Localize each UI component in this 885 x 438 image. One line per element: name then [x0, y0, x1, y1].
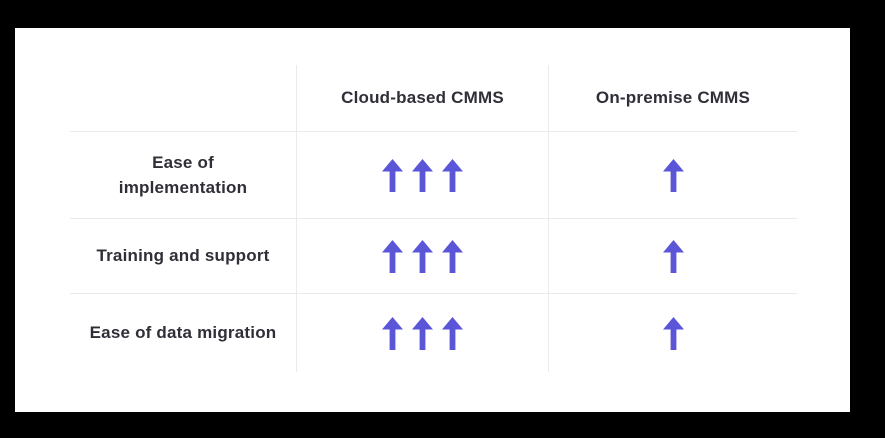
column-header-onpremise: On-premise CMMS — [548, 65, 797, 131]
cell-cloud-ease-of-data-migration — [296, 293, 548, 372]
row-label: Ease of data migration — [89, 323, 277, 343]
table-corner-cell — [70, 65, 296, 131]
row-label: Training and support — [96, 246, 270, 266]
cell-cloud-training-and-support — [296, 218, 548, 293]
up-arrow-icon — [662, 158, 684, 192]
up-arrow-icon — [662, 239, 684, 273]
comparison-table-panel: Cloud-based CMMS On-premise CMMS Ease of… — [15, 28, 850, 412]
up-arrow-icon — [412, 239, 433, 273]
cell-onpremise-ease-of-data-migration — [548, 293, 797, 372]
cell-onpremise-training-and-support — [548, 218, 797, 293]
row-label-cell: Ease of implementation — [70, 131, 296, 218]
up-arrow-icon — [382, 316, 403, 350]
up-arrow-icon — [662, 316, 684, 350]
cell-cloud-ease-of-implementation — [296, 131, 548, 218]
row-label: Ease of implementation — [118, 152, 248, 198]
column-header-cloud: Cloud-based CMMS — [296, 65, 548, 131]
up-arrow-icon — [442, 316, 463, 350]
up-arrow-icon — [412, 316, 433, 350]
up-arrow-icon — [442, 158, 463, 192]
up-arrow-icon — [382, 158, 403, 192]
row-label-cell: Ease of data migration — [70, 293, 296, 372]
up-arrow-icon — [382, 239, 403, 273]
up-arrow-icon — [442, 239, 463, 273]
comparison-table: Cloud-based CMMS On-premise CMMS Ease of… — [70, 65, 797, 372]
up-arrow-icon — [412, 158, 433, 192]
cell-onpremise-ease-of-implementation — [548, 131, 797, 218]
row-label-cell: Training and support — [70, 218, 296, 293]
